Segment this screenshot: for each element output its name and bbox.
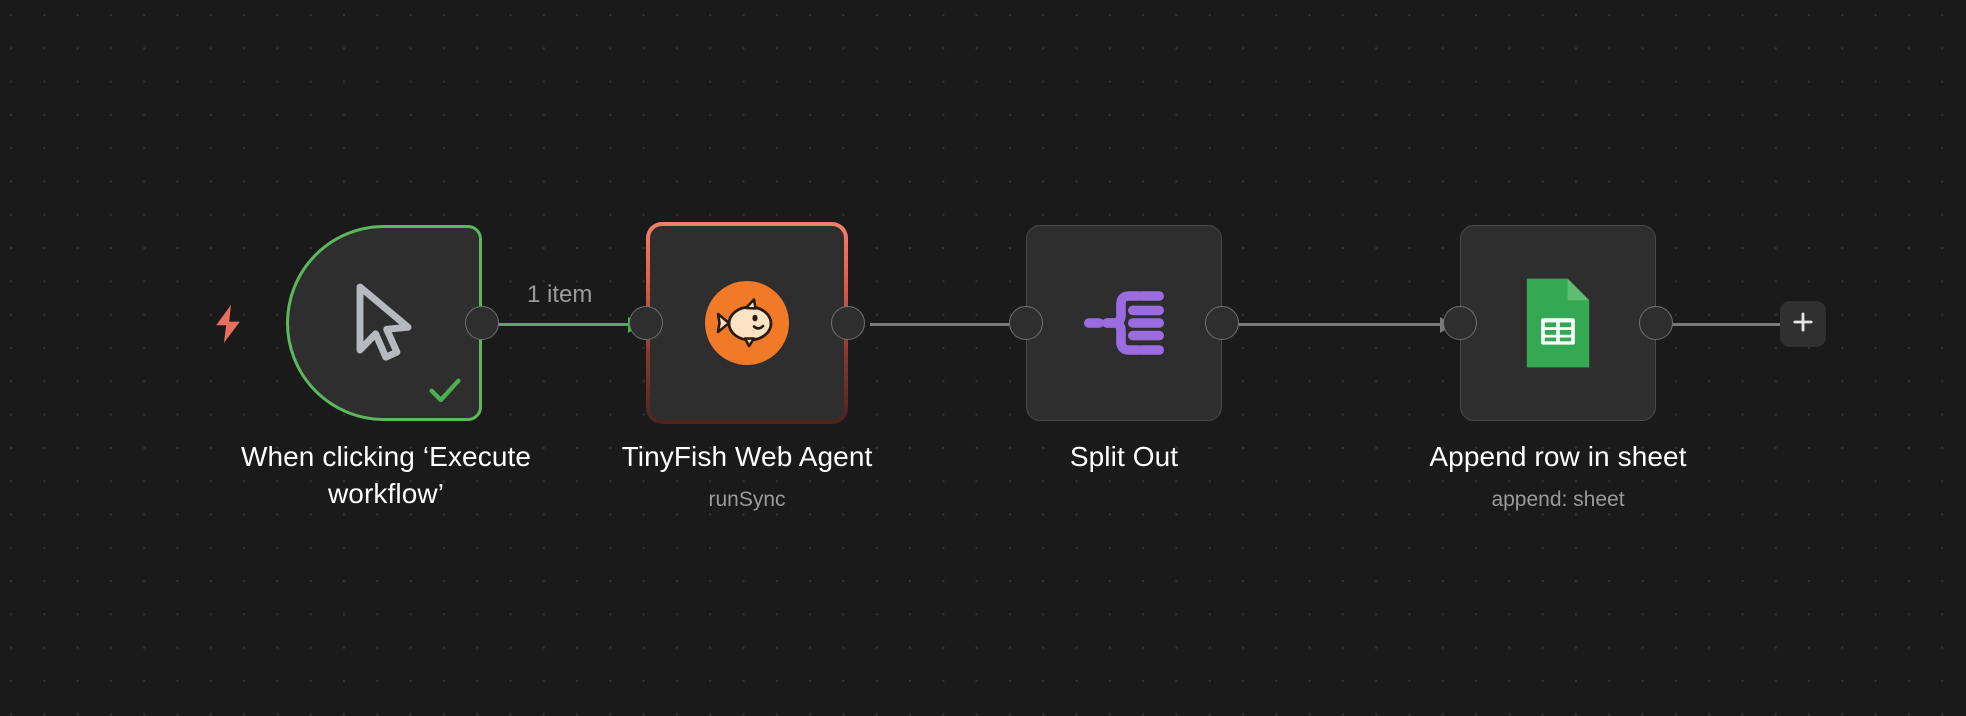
connection-line-sheets-to-add[interactable] <box>1672 323 1782 326</box>
node-title-tinyfish: TinyFish Web Agent <box>621 441 873 472</box>
node-title-sheets: Append row in sheet <box>1429 441 1687 472</box>
connection-line-trigger-to-tinyfish[interactable] <box>482 323 642 326</box>
output-endpoint-splitout[interactable] <box>1205 306 1239 340</box>
plus-icon <box>1790 309 1816 340</box>
node-title-trigger: When clicking ‘Execute workflow’ <box>240 441 532 510</box>
tinyfish-logo-icon <box>705 281 789 365</box>
input-endpoint-splitout[interactable] <box>1009 306 1043 340</box>
output-endpoint-trigger[interactable] <box>465 306 499 340</box>
output-endpoint-sheets[interactable] <box>1639 306 1673 340</box>
split-out-icon <box>1076 275 1172 371</box>
output-endpoint-tinyfish[interactable] <box>831 306 865 340</box>
connection-label-item-count: 1 item <box>527 281 593 308</box>
node-subtitle-sheets: append: sheet <box>1491 488 1625 511</box>
input-endpoint-sheets[interactable] <box>1443 306 1477 340</box>
node-title-splitout: Split Out <box>1069 441 1179 472</box>
node-status-success-check-icon <box>425 370 465 410</box>
node-when-clicking-execute-workflow[interactable] <box>286 225 482 421</box>
google-sheets-icon <box>1518 275 1598 371</box>
add-node-button[interactable] <box>1780 301 1826 347</box>
node-tinyfish-web-agent[interactable] <box>646 222 848 424</box>
node-split-out[interactable] <box>1026 225 1222 421</box>
connection-line-splitout-to-sheets[interactable] <box>1222 323 1454 326</box>
cursor-pointer-icon <box>336 275 432 371</box>
connection-line-tinyfish-to-splitout[interactable] <box>870 323 1030 326</box>
node-subtitle-tinyfish: runSync <box>708 488 786 511</box>
input-endpoint-tinyfish[interactable] <box>629 306 663 340</box>
node-append-row-in-sheet[interactable] <box>1460 225 1656 421</box>
trigger-bolt-icon <box>213 305 243 348</box>
